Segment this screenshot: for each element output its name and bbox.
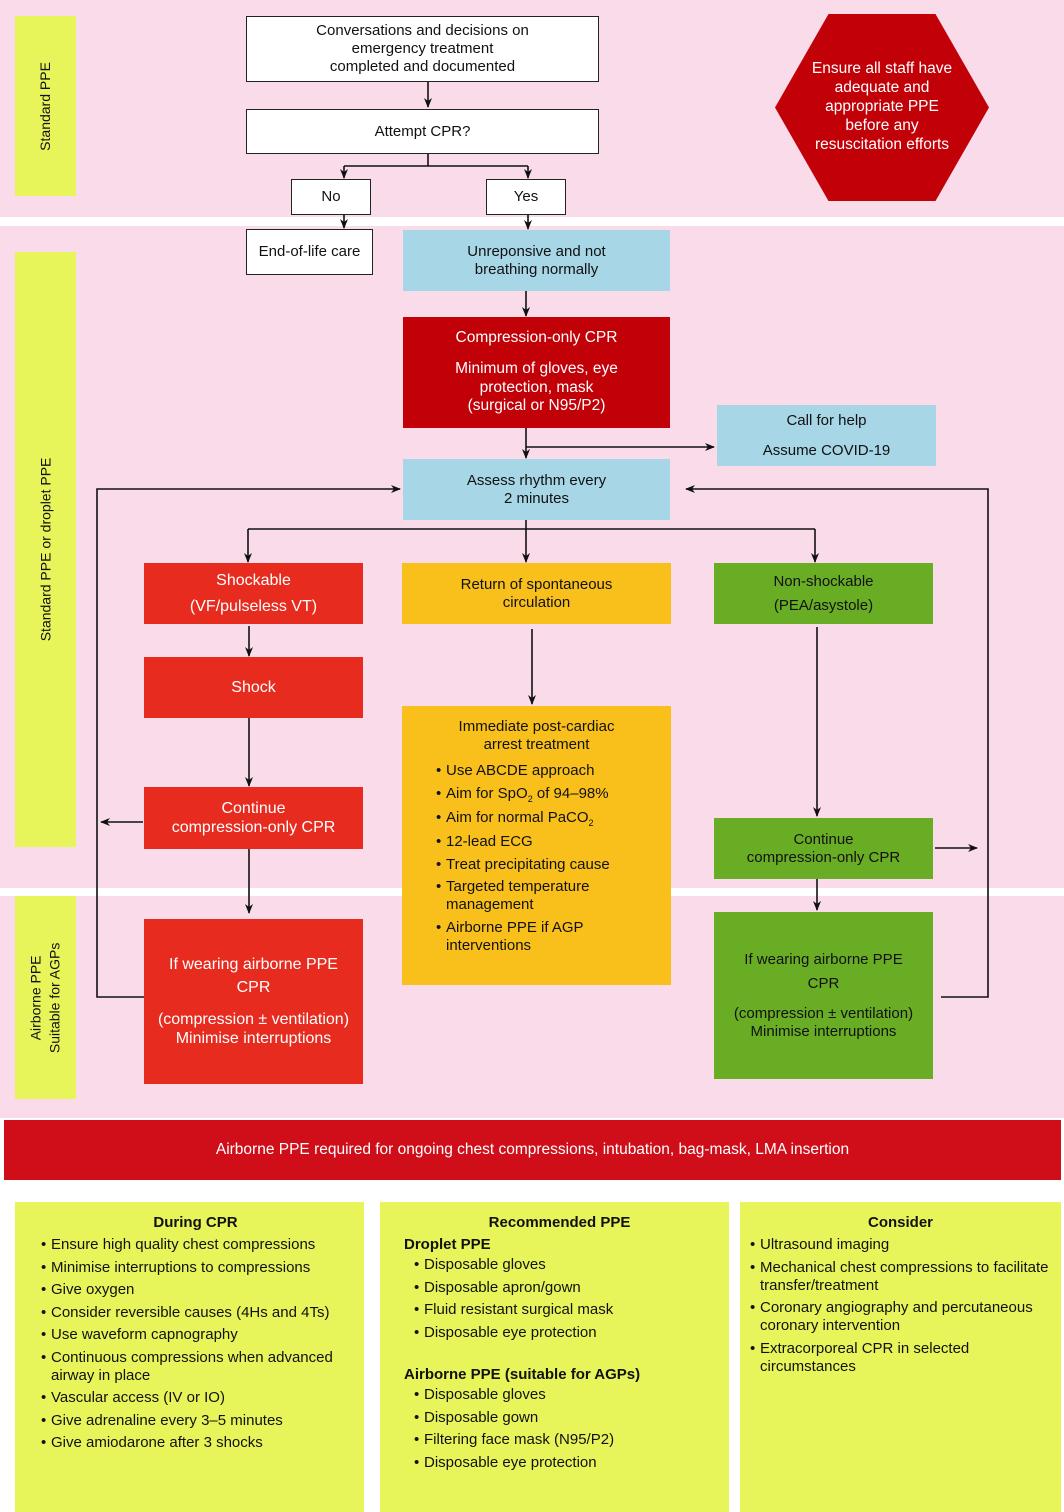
- node-text: Minimise interruptions: [750, 1022, 897, 1040]
- node-no: No: [291, 179, 371, 215]
- node-text: Return of spontaneous: [460, 575, 613, 593]
- node-text: compression-only CPR: [746, 848, 901, 866]
- node-airborne-cpr-left: If wearing airborne PPE CPR (compression…: [144, 919, 363, 1084]
- side-label-standard-ppe: Standard PPE: [15, 16, 76, 196]
- node-text: Immediate post-cardiac: [458, 718, 615, 735]
- node-text: Conversations and decisions on: [316, 22, 529, 39]
- node-text: Minimise interruptions: [175, 1029, 332, 1047]
- node-assess-rhythm: Assess rhythm every 2 minutes: [403, 459, 670, 520]
- list-item: Minimise interruptions to compressions: [41, 1259, 350, 1277]
- node-text: Minimum of gloves, eye: [455, 359, 618, 377]
- node-non-shockable: Non-shockable (PEA/asystole): [714, 563, 933, 624]
- node-text: emergency treatment: [351, 40, 494, 57]
- node-end-of-life-care: End-of-life care: [246, 229, 373, 275]
- node-text: breathing normally: [474, 260, 599, 278]
- side-label-standard-or-droplet-ppe: Standard PPE or droplet PPE: [15, 252, 76, 847]
- node-text: CPR: [807, 974, 840, 992]
- panel-title: Consider: [867, 1214, 933, 1231]
- node-shock: Shock: [144, 657, 363, 718]
- node-rosc: Return of spontaneous circulation: [402, 563, 671, 624]
- panel-during-cpr: During CPR Ensure high quality chest com…: [15, 1202, 364, 1512]
- node-continue-compression-left: Continue compression-only CPR: [144, 787, 363, 849]
- node-text: CPR: [236, 979, 271, 997]
- node-text: circulation: [502, 593, 571, 611]
- list-item: Ultrasound imaging: [750, 1236, 1051, 1254]
- panel-consider: Consider Ultrasound imaging Mechanical c…: [740, 1202, 1061, 1512]
- node-text: Yes: [513, 188, 539, 205]
- node-text: Unreponsive and not: [467, 242, 606, 260]
- airborne-ppe-heading: Airborne PPE (suitable for AGPs): [404, 1366, 641, 1383]
- post-arrest-list: Use ABCDE approach Aim for SpO2 of 94–98…: [436, 762, 616, 959]
- node-continue-compression-right: Continue compression-only CPR: [714, 818, 933, 879]
- node-text: If wearing airborne PPE: [169, 956, 338, 974]
- node-text: arrest treatment: [483, 736, 590, 753]
- node-text: Continue: [793, 830, 854, 848]
- list-item: Filtering face mask (N95/P2): [414, 1431, 715, 1449]
- list-item: Give oxygen: [41, 1281, 350, 1299]
- airborne-ppe-banner: Airborne PPE required for ongoing chest …: [4, 1120, 1061, 1180]
- list-item: Ensure high quality chest compressions: [41, 1236, 350, 1254]
- list-item: Disposable gown: [414, 1409, 715, 1427]
- node-yes: Yes: [486, 179, 566, 215]
- panel-title: During CPR: [153, 1214, 238, 1231]
- node-text: End-of-life care: [258, 243, 361, 260]
- node-text: compression-only CPR: [171, 819, 336, 836]
- list-item: Disposable gloves: [414, 1256, 715, 1274]
- list-item: Targeted temperature management: [436, 878, 616, 914]
- node-text: Shock: [231, 678, 276, 696]
- node-text: (compression ± ventilation): [733, 1004, 914, 1022]
- node-text: (surgical or N95/P2): [467, 397, 606, 415]
- node-text: (VF/pulseless VT): [189, 597, 318, 615]
- node-compression-only-cpr: Compression-only CPR Minimum of gloves, …: [403, 317, 670, 428]
- list-item: Airborne PPE if AGP interventions: [436, 919, 606, 955]
- node-text: Compression-only CPR: [455, 329, 618, 347]
- node-text: completed and documented: [329, 58, 516, 75]
- list-item: Consider reversible causes (4Hs and 4Ts): [41, 1304, 350, 1322]
- list-item: Coronary angiography and percutaneous co…: [750, 1299, 1051, 1335]
- node-text: (compression ± ventilation): [157, 1010, 350, 1028]
- list-item: Give adrenaline every 3–5 minutes: [41, 1412, 350, 1430]
- list-item: Disposable eye protection: [414, 1324, 715, 1342]
- panel-recommended-ppe: Recommended PPE Droplet PPE Disposable g…: [380, 1202, 729, 1512]
- node-text: Assess rhythm every: [466, 471, 607, 489]
- side-label-airborne-ppe: Airborne PPE Suitable for AGPs: [15, 896, 76, 1099]
- node-text: If wearing airborne PPE: [744, 950, 903, 968]
- node-conversations: Conversations and decisions on emergency…: [246, 16, 599, 82]
- node-unresponsive: Unreponsive and not breathing normally: [403, 230, 670, 291]
- list-item: Vascular access (IV or IO): [41, 1389, 350, 1407]
- list-item: Extracorporeal CPR in selected circumsta…: [750, 1340, 1051, 1376]
- node-shockable: Shockable (VF/pulseless VT): [144, 563, 363, 624]
- node-text: Assume COVID-19: [762, 441, 891, 459]
- list-item: Disposable apron/gown: [414, 1279, 715, 1297]
- node-post-cardiac-arrest: Immediate post-cardiac arrest treatment …: [402, 706, 671, 985]
- list-item: Give amiodarone after 3 shocks: [41, 1434, 350, 1452]
- list-item: Disposable eye protection: [414, 1454, 715, 1472]
- node-airborne-cpr-right: If wearing airborne PPE CPR (compression…: [714, 912, 933, 1079]
- list-item: Treat precipitating cause: [436, 856, 616, 874]
- node-text: Attempt CPR?: [374, 122, 471, 140]
- node-attempt-cpr: Attempt CPR?: [246, 109, 599, 154]
- node-text: No: [321, 188, 341, 205]
- node-text: Non-shockable: [773, 572, 874, 590]
- ppe-warning-hexagon: Ensure all staff have adequate and appro…: [775, 14, 989, 201]
- list-item: Fluid resistant surgical mask: [414, 1301, 715, 1319]
- node-text: Continue: [221, 799, 286, 817]
- list-item: Aim for SpO2 of 94–98%: [436, 785, 616, 805]
- list-item: Aim for normal PaCO2: [436, 809, 616, 829]
- list-item: Mechanical chest compressions to facilit…: [750, 1259, 1051, 1295]
- node-text: Shockable: [216, 572, 291, 590]
- node-text: (PEA/asystole): [773, 596, 874, 614]
- panel-title: Recommended PPE: [488, 1214, 631, 1231]
- list-item: Use ABCDE approach: [436, 762, 616, 780]
- list-item: Continuous compressions when advanced ai…: [41, 1349, 350, 1385]
- node-text: protection, mask: [479, 378, 594, 396]
- list-item: Disposable gloves: [414, 1386, 715, 1404]
- node-text: 2 minutes: [503, 489, 570, 507]
- droplet-ppe-heading: Droplet PPE: [404, 1236, 491, 1253]
- list-item: 12-lead ECG: [436, 833, 616, 851]
- list-item: Use waveform capnography: [41, 1326, 350, 1344]
- node-text: Call for help: [786, 411, 867, 429]
- node-call-for-help: Call for help Assume COVID-19: [717, 405, 936, 466]
